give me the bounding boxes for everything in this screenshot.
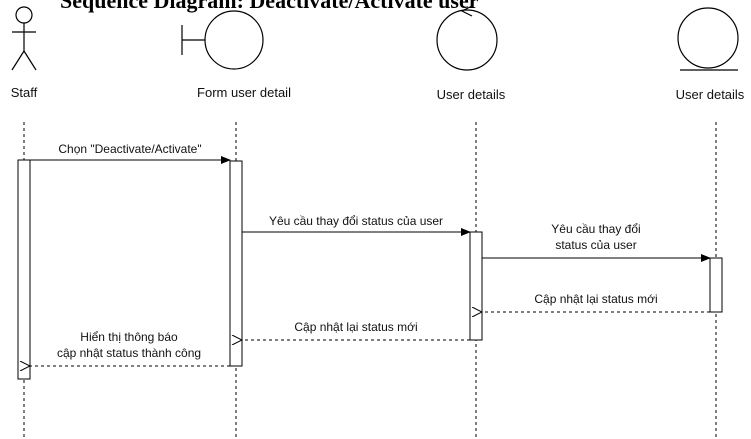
boundary-icon: [181, 10, 264, 70]
participant-label-staff: Staff: [11, 85, 38, 100]
diagram-title: Sequence Diagram: Deactivate/Activate us…: [60, 0, 479, 13]
activation-bar-form: [229, 160, 243, 367]
participant-label-control: User details: [437, 87, 506, 102]
message-label-4: Cập nhật lại status mới: [534, 292, 657, 306]
activation-bar-entity: [709, 257, 723, 313]
message-label-2: Yêu cầu thay đổi status của user: [269, 214, 443, 228]
message-label-3-line-1: Yêu cầu thay đổi: [551, 222, 640, 236]
participant-label-form: Form user detail: [197, 85, 291, 100]
message-label-6-line-1: Hiển thị thông báo: [80, 330, 178, 344]
actor-icon: [11, 6, 37, 71]
control-icon: [436, 5, 498, 71]
message-label-3-line-2: status của user: [555, 238, 636, 252]
participant-label-entity: User details: [676, 87, 745, 102]
message-label-5: Cập nhật lại status mới: [294, 320, 417, 334]
activation-bar-control: [469, 231, 483, 341]
message-label-1: Chọn "Deactivate/Activate": [58, 142, 201, 156]
message-label-6-line-2: cập nhật status thành công: [57, 346, 201, 360]
entity-icon: [677, 7, 739, 71]
activation-bar-staff: [17, 159, 31, 380]
